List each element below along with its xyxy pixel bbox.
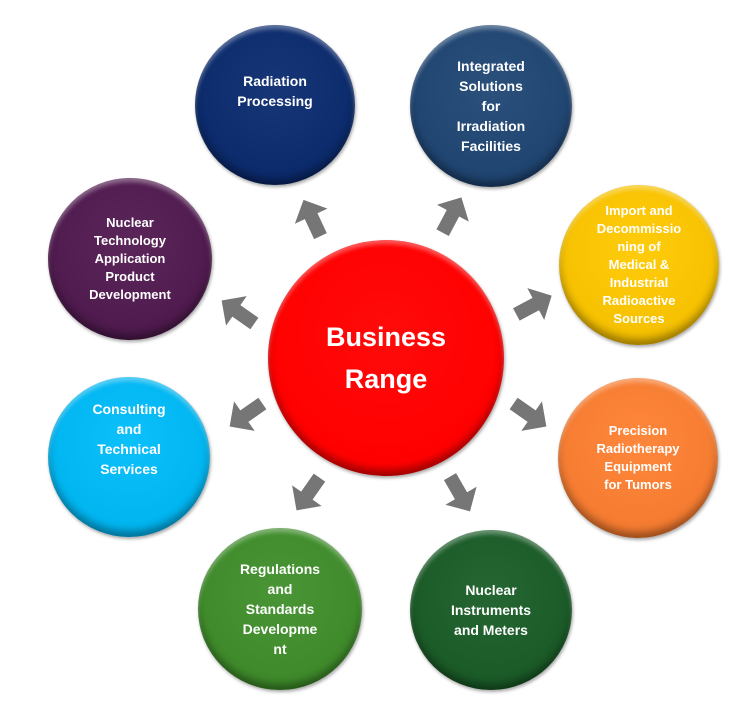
arrow-to-import-decommissioning	[512, 283, 556, 327]
node-label: Nuclear Technology Application Product D…	[89, 215, 171, 302]
node-label: Integrated Solutions for Irradiation Fac…	[456, 58, 526, 154]
arrow-to-integrated-solutions	[430, 193, 474, 237]
node-label: Regulations and Standards Developme nt	[239, 561, 321, 657]
node-label: Precision Radiotherapy Equipment for Tum…	[596, 423, 680, 492]
node-label: Consulting and Technical Services	[92, 401, 166, 477]
arrow-to-consulting-technical	[224, 393, 268, 437]
node-nuclear-instruments: Nuclear Instruments and Meters	[410, 530, 572, 690]
node-nuclear-technology: Nuclear Technology Application Product D…	[48, 178, 212, 340]
center-node-business-range: Business Range	[268, 240, 504, 476]
arrow-to-regulations-standards	[286, 472, 330, 516]
node-label: Import and Decommissio ning of Medical &…	[596, 203, 682, 326]
center-label: Business Range	[325, 322, 447, 394]
node-consulting-technical: Consulting and Technical Services	[48, 377, 210, 537]
arrow-to-precision-radiotherapy	[508, 393, 552, 437]
arrow-shape	[294, 199, 328, 240]
node-precision-radiotherapy: Precision Radiotherapy Equipment for Tum…	[558, 378, 718, 538]
node-regulations-standards: Regulations and Standards Developme nt	[198, 528, 362, 690]
node-import-decommissioning: Import and Decommissio ning of Medical &…	[559, 185, 719, 345]
arrow-to-nuclear-instruments	[438, 472, 482, 516]
arrow-to-nuclear-technology	[216, 290, 260, 334]
node-label: Radiation Processing	[237, 73, 313, 109]
node-integrated-solutions: Integrated Solutions for Irradiation Fac…	[410, 25, 572, 187]
arrow-to-radiation-processing	[290, 196, 334, 240]
node-label: Nuclear Instruments and Meters	[450, 582, 532, 638]
node-radiation-processing: Radiation Processing	[195, 25, 355, 185]
